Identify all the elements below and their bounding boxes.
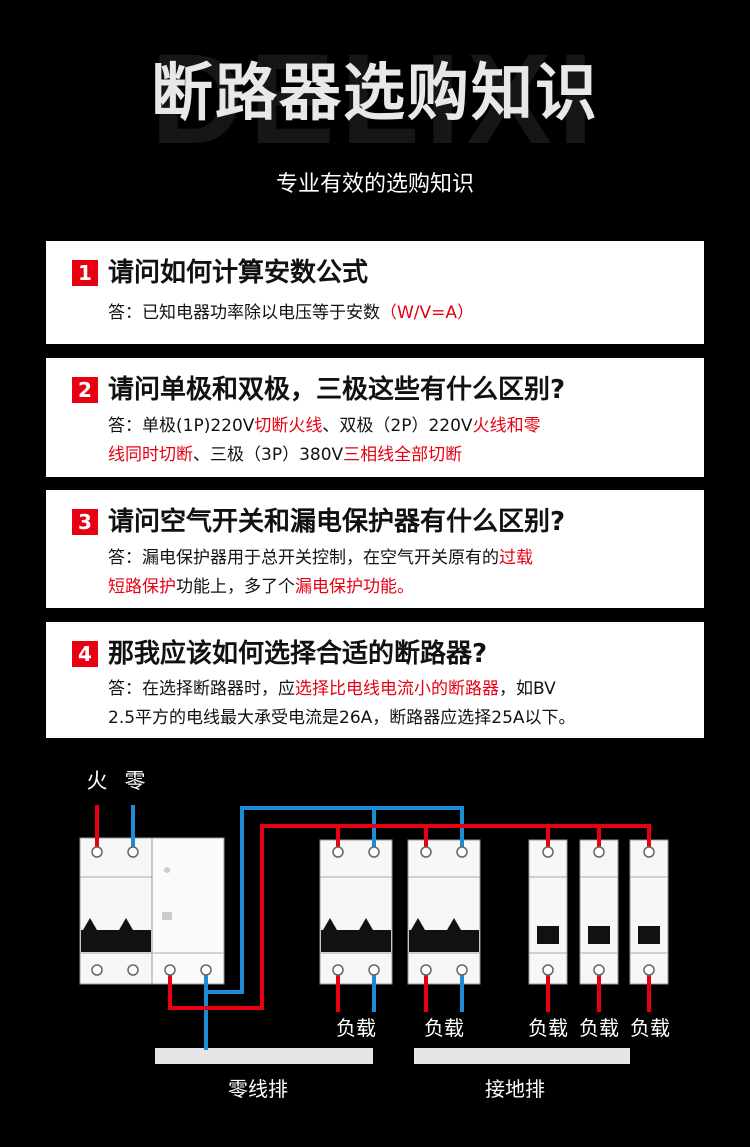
answer-line: 答：在选择断路器时，应选择比电线电流小的断路器，如BV — [108, 675, 698, 704]
question-number: 3 — [72, 509, 98, 535]
wiring-diagram: 火 零 负载 负载 负载 负载 负载 零线排 接地排 — [79, 769, 670, 1101]
question-card-4: 4 那我应该如何选择合适的断路器? 答：在选择断路器时，应选择比电线电流小的断路… — [46, 622, 704, 738]
answer-segment: 、三极（3P）380V — [193, 445, 344, 465]
answer-highlight: 切断火线 — [254, 416, 323, 436]
answer-line: 2.5平方的电线最大承受电流是26A，断路器应选择25A以下。 — [108, 704, 698, 733]
answer-segment: 答：已知电器功率除以电压等于安数 — [108, 303, 380, 323]
answer-highlight: 三相线全部切断 — [343, 445, 463, 465]
answer-segment: 2.5平方的电线最大承受电流是26A，断路器应选择25A以下。 — [108, 708, 576, 728]
branch-breaker-1p — [528, 839, 568, 985]
branch-breaker-1p — [579, 839, 619, 985]
answer-line: 答：单极(1P)220V切断火线、双极（2P）220V火线和零 — [108, 412, 698, 441]
neutral-distribution-wire — [204, 806, 464, 994]
answer-highlight: 火线和零 — [472, 416, 541, 436]
branch-breaker-2p — [319, 839, 393, 985]
page-title: 断路器选购知识 — [150, 56, 599, 129]
neutral-label: 零 — [125, 769, 146, 793]
load-label: 负载 — [424, 1016, 464, 1040]
terminal-dots — [91, 846, 655, 976]
answer-highlight: 线同时切断 — [108, 445, 193, 465]
answer-segment: 、双极（2P）220V — [322, 416, 473, 436]
answer-highlight: 短路保护 — [108, 577, 176, 597]
question-text: 请问如何计算安数公式 — [108, 258, 369, 288]
load-label: 负载 — [336, 1016, 376, 1040]
question-text: 请问单极和双极，三极这些有什么区别? — [108, 375, 566, 405]
neutral-busbar — [155, 1048, 373, 1064]
answer-segment: 答：单极(1P)220V — [108, 416, 255, 436]
answer-highlight: （W/V=A） — [380, 303, 475, 323]
live-distribution-wire — [168, 824, 651, 1010]
question-text: 请问空气开关和漏电保护器有什么区别? — [108, 507, 566, 537]
leakage-protector-module — [151, 837, 225, 985]
answer-segment: 答：在选择断路器时，应 — [108, 679, 295, 699]
answer-segment: 答：漏电保护器用于总开关控制，在空气开关原有的 — [108, 548, 499, 568]
answer-highlight: 过载 — [499, 548, 533, 568]
live-label: 火 — [87, 769, 108, 793]
answer-line: 答：漏电保护器用于总开关控制，在空气开关原有的过载 — [108, 544, 698, 573]
main-breaker — [79, 837, 153, 985]
question-number: 2 — [72, 377, 98, 403]
answer-highlight: 选择比电线电流小的断路器 — [295, 679, 499, 699]
answer-line: 短路保护功能上，多了个漏电保护功能。 — [108, 573, 698, 602]
branch-breaker-1p — [629, 839, 669, 985]
neutral-busbar-label: 零线排 — [228, 1077, 288, 1101]
answer-segment: 功能上，多了个 — [176, 577, 295, 597]
question-text: 那我应该如何选择合适的断路器? — [108, 639, 488, 669]
ground-busbar — [414, 1048, 630, 1064]
answer-line: 答：已知电器功率除以电压等于安数（W/V=A） — [108, 299, 698, 328]
branch-breaker-2p — [407, 839, 481, 985]
load-label: 负载 — [528, 1016, 568, 1040]
load-label: 负载 — [630, 1016, 670, 1040]
background-watermark: DELIXI — [150, 28, 600, 171]
question-card-1: 1 请问如何计算安数公式 答：已知电器功率除以电压等于安数（W/V=A） — [46, 241, 704, 344]
question-card-3: 3 请问空气开关和漏电保护器有什么区别? 答：漏电保护器用于总开关控制，在空气开… — [46, 490, 704, 608]
question-number: 4 — [72, 641, 98, 667]
load-label: 负载 — [579, 1016, 619, 1040]
question-card-2: 2 请问单极和双极，三极这些有什么区别? 答：单极(1P)220V切断火线、双极… — [46, 358, 704, 477]
answer-highlight: 漏电保护功能。 — [295, 577, 414, 597]
answer-line: 线同时切断、三极（3P）380V三相线全部切断 — [108, 441, 698, 470]
ground-busbar-label: 接地排 — [485, 1077, 545, 1101]
question-number: 1 — [72, 260, 98, 286]
answer-segment: ，如BV — [499, 679, 556, 699]
page-subtitle: 专业有效的选购知识 — [275, 172, 474, 197]
